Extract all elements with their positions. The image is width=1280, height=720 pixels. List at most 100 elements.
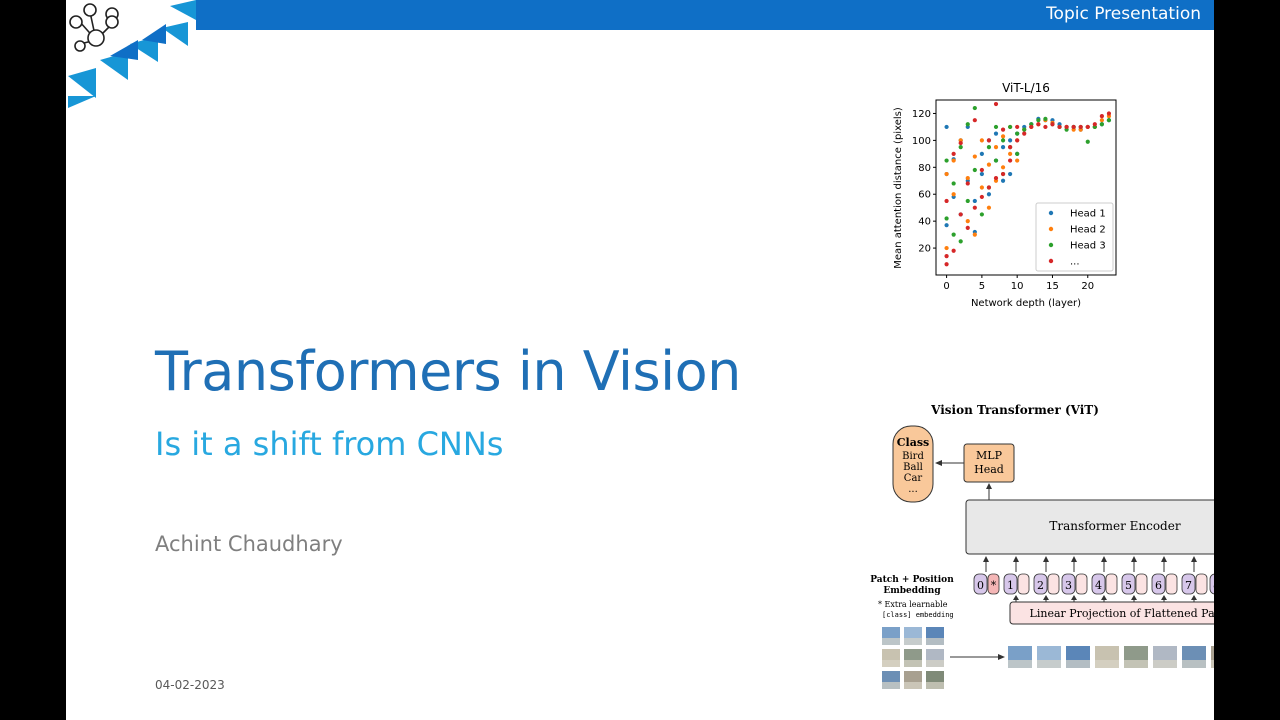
data-point bbox=[979, 171, 984, 177]
presentation-date: 04-02-2023 bbox=[155, 678, 225, 692]
data-point bbox=[1099, 118, 1104, 123]
extra-embedding-note: [class] embedding bbox=[882, 611, 954, 619]
token-index: 4 bbox=[1095, 579, 1102, 592]
y-tick-label: 60 bbox=[918, 190, 931, 201]
data-point bbox=[1064, 124, 1069, 130]
data-point bbox=[1000, 145, 1006, 150]
chart-title: ViT-L/16 bbox=[1002, 81, 1050, 95]
y-tick-label: 120 bbox=[912, 109, 931, 120]
data-point bbox=[958, 239, 963, 244]
projection-label: Linear Projection of Flattened Patches bbox=[1030, 607, 1214, 620]
data-point bbox=[965, 219, 970, 224]
class-item: ... bbox=[908, 484, 918, 495]
embedding-label: Embedding bbox=[883, 586, 941, 596]
data-point bbox=[1000, 138, 1006, 143]
legend-marker bbox=[1048, 242, 1054, 248]
legend-label: Head 2 bbox=[1070, 225, 1106, 236]
mlp-head-label: MLP bbox=[976, 449, 1003, 462]
data-point bbox=[1043, 116, 1048, 121]
token-index: 7 bbox=[1185, 579, 1192, 592]
data-point bbox=[1085, 124, 1090, 130]
author-name: Achint Chaudhary bbox=[155, 532, 343, 556]
x-tick-label: 10 bbox=[1011, 281, 1024, 292]
data-point bbox=[986, 192, 992, 197]
data-point bbox=[944, 245, 949, 251]
data-point bbox=[1000, 134, 1006, 139]
data-point bbox=[965, 181, 970, 186]
data-point bbox=[951, 248, 956, 253]
patch-embedding bbox=[987, 573, 1000, 595]
data-point bbox=[1000, 171, 1006, 177]
class-item: Car bbox=[904, 473, 923, 484]
data-point bbox=[965, 198, 970, 204]
data-point bbox=[944, 254, 949, 259]
data-point bbox=[1036, 122, 1041, 127]
position-embedding bbox=[1061, 573, 1076, 595]
patch-embedding bbox=[1135, 573, 1148, 595]
data-point bbox=[1008, 145, 1013, 150]
data-point bbox=[986, 205, 992, 210]
data-point bbox=[1000, 178, 1006, 183]
class-item: Bird bbox=[902, 451, 924, 462]
data-point bbox=[972, 154, 977, 159]
data-point bbox=[993, 101, 999, 107]
data-point bbox=[1036, 118, 1041, 123]
data-point bbox=[944, 262, 949, 267]
data-point bbox=[944, 171, 949, 177]
token-index: 3 bbox=[1065, 579, 1072, 592]
y-tick-label: 100 bbox=[912, 136, 931, 147]
data-point bbox=[1015, 158, 1020, 163]
legend-marker bbox=[1048, 210, 1054, 216]
patch-embedding bbox=[1075, 573, 1088, 595]
token-index: 0 bbox=[977, 579, 984, 592]
data-point bbox=[965, 122, 970, 127]
x-tick-label: 15 bbox=[1046, 281, 1059, 292]
data-point bbox=[1085, 139, 1090, 144]
y-tick-label: 40 bbox=[918, 217, 931, 228]
data-point bbox=[1092, 122, 1097, 127]
class-box-title: Class bbox=[897, 436, 929, 449]
data-point bbox=[993, 131, 999, 136]
flattened-patch bbox=[1211, 646, 1214, 668]
slide: Topic Presentation Transformers in Visio… bbox=[66, 0, 1214, 720]
position-embedding bbox=[1151, 573, 1166, 595]
data-point bbox=[1099, 122, 1104, 127]
data-point bbox=[944, 223, 949, 228]
mlp-head-label: Head bbox=[974, 463, 1004, 476]
patch-embedding bbox=[1047, 573, 1060, 595]
data-point bbox=[965, 175, 970, 181]
data-point bbox=[1099, 114, 1104, 119]
data-point bbox=[944, 124, 949, 130]
data-point bbox=[1000, 127, 1006, 132]
encoder-label: Transformer Encoder bbox=[1049, 519, 1180, 533]
data-point bbox=[979, 167, 984, 173]
class-item: Ball bbox=[903, 462, 923, 473]
data-point bbox=[1008, 171, 1013, 177]
data-point bbox=[1000, 165, 1006, 170]
data-point bbox=[1106, 118, 1112, 123]
legend-box bbox=[1035, 202, 1114, 272]
patch-embedding bbox=[1017, 573, 1030, 595]
token-index: 5 bbox=[1125, 579, 1132, 592]
position-embedding bbox=[1209, 573, 1214, 595]
flattened-patches bbox=[1008, 646, 1214, 668]
data-point bbox=[1050, 122, 1055, 127]
data-point bbox=[993, 158, 999, 163]
data-point bbox=[1015, 151, 1020, 156]
class-token-mark: * bbox=[991, 579, 997, 592]
position-embedding bbox=[1091, 573, 1106, 595]
data-point bbox=[1008, 124, 1013, 130]
legend-marker bbox=[1048, 226, 1054, 232]
transformer-encoder-box bbox=[965, 499, 1214, 555]
data-point bbox=[958, 212, 963, 217]
class-output-box bbox=[892, 425, 934, 503]
data-point bbox=[979, 138, 984, 143]
data-point bbox=[1078, 124, 1083, 130]
data-point bbox=[958, 140, 963, 146]
position-embedding bbox=[1181, 573, 1196, 595]
data-point bbox=[986, 162, 992, 167]
data-point bbox=[993, 124, 999, 130]
data-point bbox=[1008, 151, 1013, 156]
data-point bbox=[986, 185, 992, 190]
patch-embedding bbox=[1195, 573, 1208, 595]
